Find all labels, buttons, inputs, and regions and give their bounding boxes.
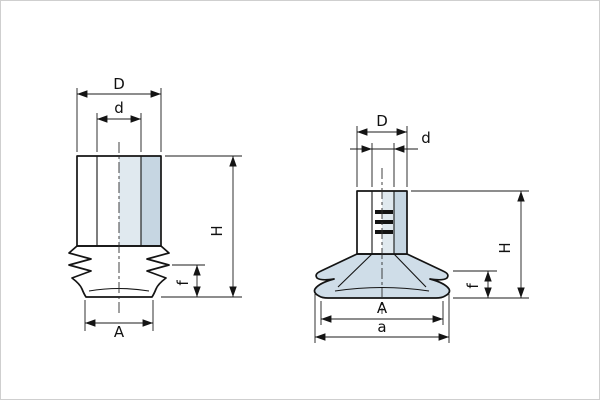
left-dim-d: d (96, 99, 142, 152)
left-dim-f: f (172, 264, 205, 297)
right-dim-D: D (356, 112, 408, 187)
left-dim-D: D (76, 75, 162, 152)
right-fitting-wall-shading (394, 191, 407, 254)
right-dim-d: d (350, 129, 431, 187)
right-lip-mouth-line (334, 286, 430, 292)
left-body-wall-shading (141, 156, 161, 246)
dim-label-d: d (421, 129, 431, 147)
right-figure: D d H f A (313, 112, 529, 343)
right-inner-cone-line (337, 253, 373, 288)
right-dim-H: H (411, 190, 529, 299)
dim-label-a: a (377, 318, 386, 336)
dim-label-H: H (208, 225, 226, 236)
right-dim-a: a (314, 294, 450, 343)
dim-label-D: D (376, 112, 388, 130)
dim-label-D: D (113, 75, 125, 93)
dim-label-A: A (377, 299, 388, 317)
right-inner-cone-line (393, 253, 427, 288)
dim-label-d: d (114, 99, 124, 117)
dim-label-H: H (496, 242, 514, 253)
left-dim-H: H (161, 155, 242, 298)
dim-label-f: f (464, 283, 482, 289)
left-figure: D d H f A (68, 75, 242, 341)
left-dim-A: A (84, 300, 154, 341)
dim-label-f: f (174, 280, 192, 286)
right-dim-f: f (453, 270, 497, 298)
dim-label-A: A (114, 323, 125, 341)
right-dim-A: A (320, 299, 444, 325)
